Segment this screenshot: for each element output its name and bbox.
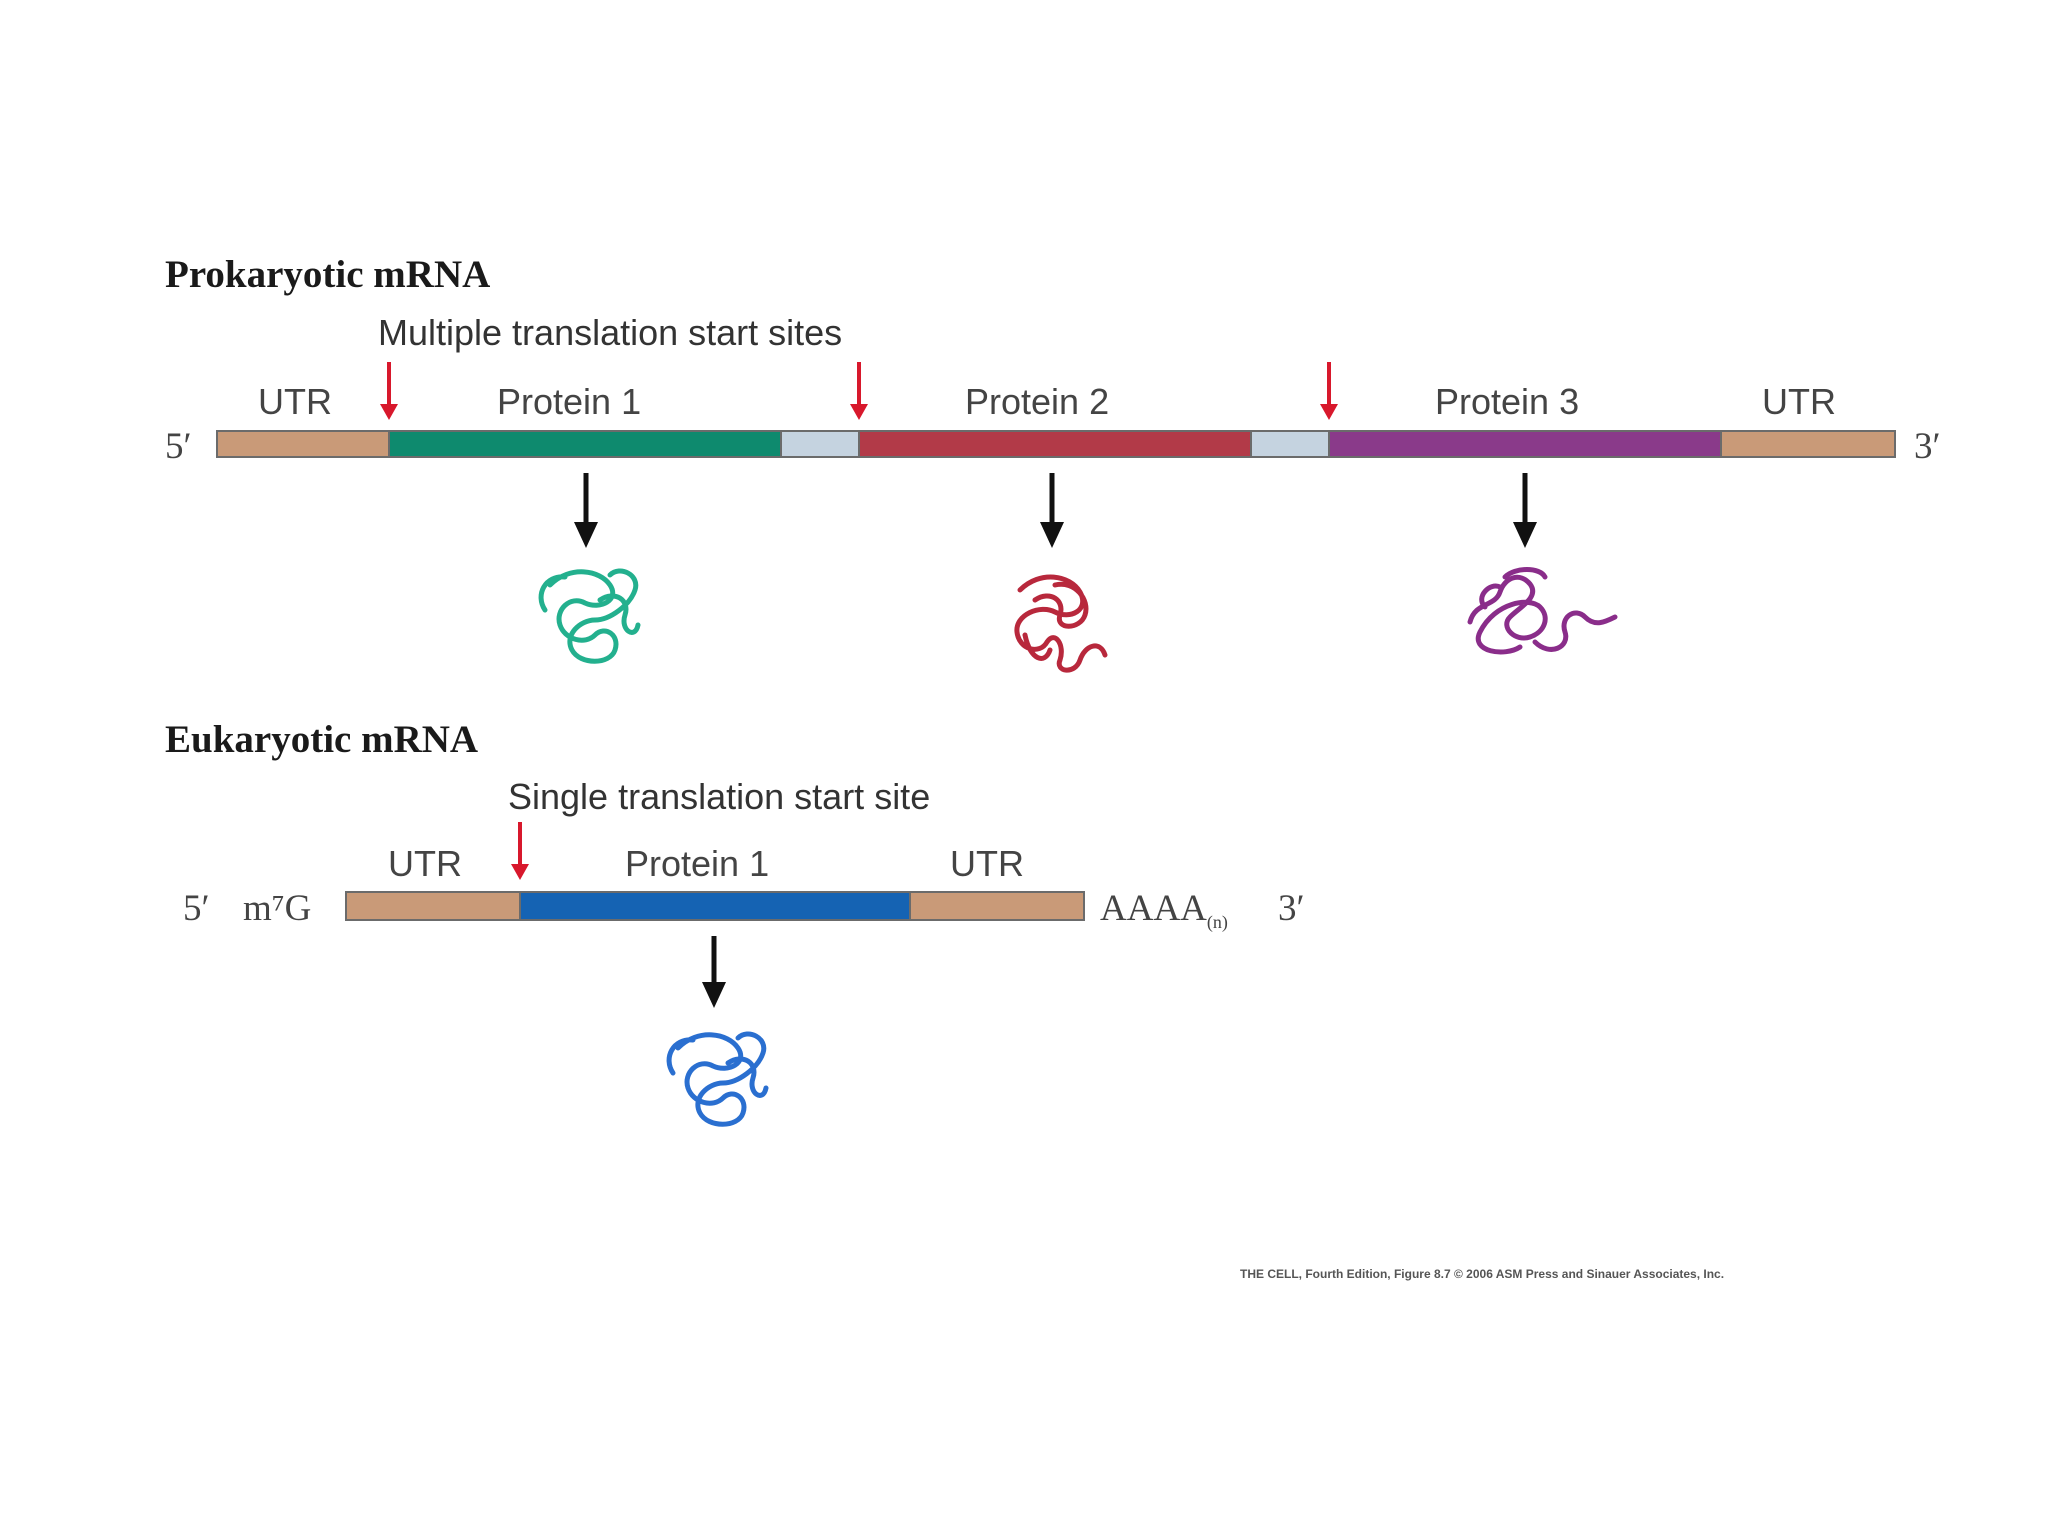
prokaryotic-title: Prokaryotic mRNA [165, 253, 490, 296]
prok-spacer1-segment [780, 430, 860, 458]
folded-protein-1-icon [538, 568, 641, 664]
euk-utr-left-label: UTR [388, 843, 462, 884]
euk-utr-left-segment [345, 891, 521, 921]
euk-five-prime: 5′ [183, 888, 210, 929]
prok-utr-right-segment [1720, 430, 1896, 458]
eukaryotic-subtitle: Single translation start site [508, 776, 930, 817]
prok-three-prime: 3′ [1914, 426, 1941, 467]
translation-arrow-icon [574, 473, 598, 548]
prok-protein3-segment [1328, 430, 1722, 458]
euk-polya-label: AAAA(n) [1100, 888, 1228, 933]
euk-protein1-label: Protein 1 [625, 843, 769, 884]
translation-arrow-icon [1513, 473, 1537, 548]
prok-utr-left-segment [216, 430, 390, 458]
translation-arrow-icon [1040, 473, 1064, 548]
prok-protein2-segment [858, 430, 1252, 458]
start-site-arrow-icon [511, 822, 529, 880]
prok-protein1-segment [388, 430, 782, 458]
eukaryotic-title: Eukaryotic mRNA [165, 718, 478, 761]
prok-protein2-label: Protein 2 [965, 381, 1109, 422]
eukaryotic-mrna-bar [345, 891, 1085, 921]
prokaryotic-subtitle: Multiple translation start sites [378, 312, 842, 353]
prok-utr-left-label: UTR [258, 381, 332, 422]
prok-protein1-label: Protein 1 [497, 381, 641, 422]
start-site-arrow-icon [380, 362, 398, 420]
euk-protein1-segment [519, 891, 911, 921]
folded-protein-euk-icon [666, 1031, 769, 1127]
prok-five-prime: 5′ [165, 426, 192, 467]
prokaryotic-mrna-bar [216, 430, 1896, 458]
figure-credit: THE CELL, Fourth Edition, Figure 8.7 © 2… [1240, 1267, 1724, 1281]
folded-protein-2-icon [1014, 574, 1108, 673]
prok-spacer2-segment [1250, 430, 1330, 458]
prok-protein3-label: Protein 3 [1435, 381, 1579, 422]
euk-utr-right-segment [909, 891, 1085, 921]
folded-protein-3-icon [1467, 567, 1618, 655]
euk-utr-right-label: UTR [950, 843, 1024, 884]
prok-utr-right-label: UTR [1762, 381, 1836, 422]
euk-cap-label: m⁷G [243, 888, 311, 929]
euk-three-prime: 3′ [1278, 888, 1305, 929]
translation-arrow-icon [702, 936, 726, 1008]
start-site-arrow-icon [1320, 362, 1338, 420]
start-site-arrow-icon [850, 362, 868, 420]
